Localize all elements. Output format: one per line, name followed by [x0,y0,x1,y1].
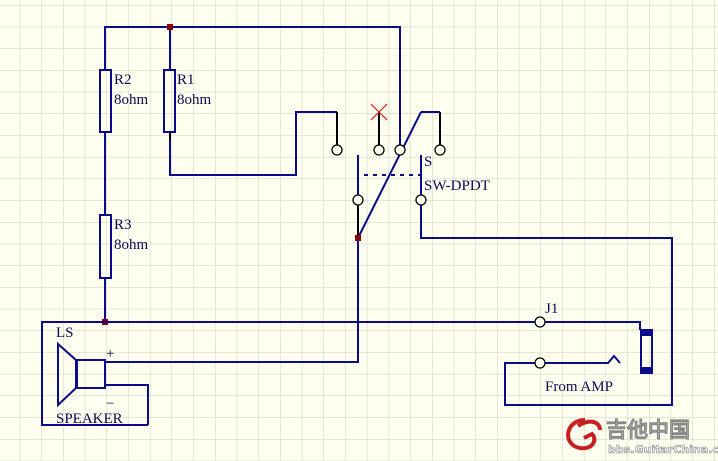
jack-pin [534,357,546,369]
watermark-site: bbs.GuitarChina.com [608,443,718,456]
jack-ref: J1 [545,301,558,317]
no-connect-icon [370,103,388,121]
r1-ref: R1 [177,72,195,88]
speaker-plus: + [106,346,114,362]
speaker-ls[interactable]: LS + − SPEAKER [41,321,148,427]
r3-ref: R3 [114,217,132,233]
jack-pin [534,316,546,328]
speaker-ref: LS [56,325,74,341]
switch-pin [352,194,364,206]
jack-j1[interactable]: J1 From AMP [534,301,653,395]
resistor-r2[interactable] [99,69,112,133]
r2-ref: R2 [114,72,132,88]
switch-pin [331,144,343,156]
jack-desc: From AMP [545,379,613,395]
dragon-logo-icon [566,418,602,451]
switch-pin [434,144,446,156]
switch-pin [394,144,406,156]
speaker-type: SPEAKER [56,411,123,427]
resistor-r1[interactable] [163,69,176,133]
switch-type: SW-DPDT [424,178,490,194]
switch-ref: S [424,154,432,170]
watermark-logo: 吉他中国 bbs.GuitarChina.com [566,418,718,456]
speaker-minus: − [106,396,114,412]
r3-value: 8ohm [114,237,149,253]
switch-pin [415,194,427,206]
r2-value: 8ohm [114,92,149,108]
resistor-r3[interactable] [99,214,112,279]
switch-pin [373,144,385,156]
pin-leads [169,112,441,238]
switch-dpdt[interactable]: S SW-DPDT [331,144,490,206]
r1-value: 8ohm [177,92,212,108]
watermark-title: 吉他中国 [606,418,690,442]
wires [104,26,673,425]
